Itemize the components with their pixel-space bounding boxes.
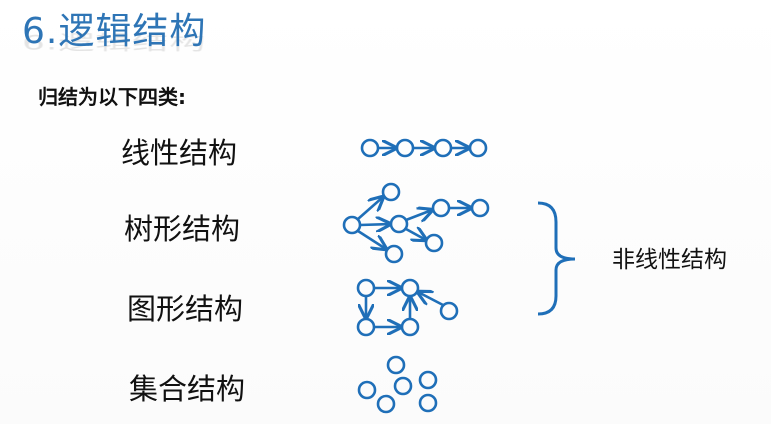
graph-node <box>356 317 376 337</box>
subtitle: 归结为以下四类: <box>38 85 186 109</box>
linear-structure-diagram <box>360 138 488 158</box>
linear-node <box>468 138 488 158</box>
set-node <box>393 376 413 396</box>
tree-structure-diagram <box>342 182 490 264</box>
set-node <box>418 370 438 390</box>
set-structure-diagram <box>357 355 438 414</box>
tree-node <box>389 214 409 234</box>
set-node <box>357 380 377 400</box>
page-title-reflection: 6.逻辑结构 <box>22 31 207 55</box>
graph-arrow <box>418 292 444 307</box>
graph-node <box>400 278 420 298</box>
linear-node <box>360 138 380 158</box>
category-linear-label: 线性结构 <box>121 136 238 170</box>
tree-arrow <box>405 210 432 220</box>
tree-node <box>470 198 490 218</box>
tree-arrow <box>359 224 390 225</box>
tree-arrow <box>405 229 426 240</box>
set-node <box>386 355 406 375</box>
tree-node <box>381 182 401 202</box>
page-title: 6.逻辑结构 <box>22 11 207 52</box>
linear-node <box>395 138 415 158</box>
graph-node <box>356 278 376 298</box>
tree-node <box>431 198 451 218</box>
tree-node <box>424 233 444 253</box>
graph-structure-diagram <box>356 278 459 337</box>
graph-node <box>400 317 420 337</box>
curly-brace-icon <box>537 201 576 316</box>
tree-arrow <box>357 197 383 220</box>
category-tree-label: 树形结构 <box>124 212 241 246</box>
tree-node <box>384 244 404 264</box>
category-set-label: 集合结构 <box>129 372 246 406</box>
set-node <box>418 393 438 413</box>
tree-arrow <box>357 229 386 249</box>
category-graph-label: 图形结构 <box>127 292 244 326</box>
tree-node-root <box>342 215 362 235</box>
set-node <box>376 394 396 414</box>
graph-node <box>439 301 459 321</box>
nonlinear-label: 非线性结构 <box>612 247 727 273</box>
linear-node <box>433 138 453 158</box>
